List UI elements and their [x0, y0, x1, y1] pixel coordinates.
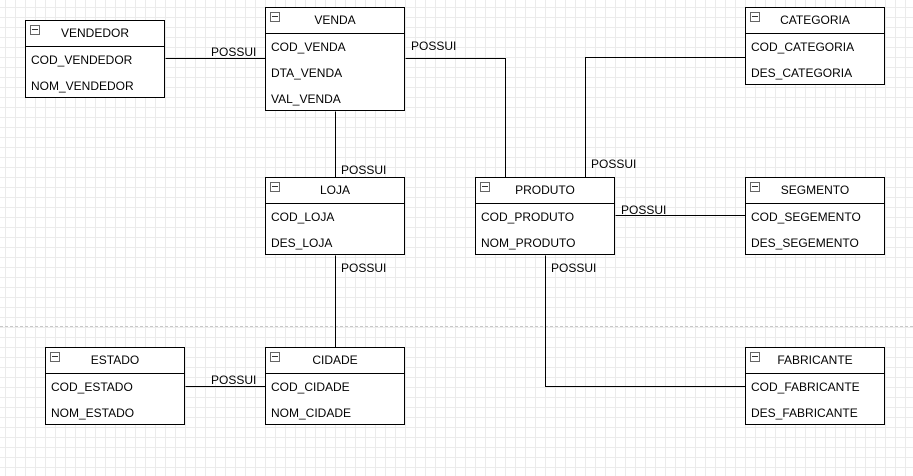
- entity-segmento[interactable]: SEGMENTO COD_SEGEMENTO DES_SEGEMENTO: [745, 177, 885, 255]
- relation-label-produto-categoria[interactable]: POSSUI: [591, 157, 637, 171]
- entity-field[interactable]: NOM_PRODUTO: [481, 236, 576, 250]
- relation-label-estado-cidade[interactable]: POSSUI: [211, 373, 257, 387]
- entity-header[interactable]: FABRICANTE: [746, 348, 884, 374]
- entity-produto[interactable]: PRODUTO COD_PRODUTO NOM_PRODUTO: [475, 177, 615, 255]
- entity-header[interactable]: LOJA: [266, 178, 404, 204]
- entity-title: CATEGORIA: [780, 13, 850, 27]
- entity-header[interactable]: ESTADO: [46, 348, 184, 374]
- relation-label-venda-produto[interactable]: POSSUI: [411, 39, 457, 53]
- entity-field[interactable]: DES_LOJA: [271, 236, 333, 250]
- entity-estado[interactable]: ESTADO COD_ESTADO NOM_ESTADO: [45, 347, 185, 425]
- collapse-icon[interactable]: [270, 352, 280, 362]
- entity-header[interactable]: PRODUTO: [476, 178, 614, 204]
- collapse-icon[interactable]: [480, 182, 490, 192]
- entity-field[interactable]: NOM_ESTADO: [51, 406, 135, 420]
- entity-categoria[interactable]: CATEGORIA COD_CATEGORIA DES_CATEGORIA: [745, 7, 885, 85]
- relation-label-vendedor-venda[interactable]: POSSUI: [211, 45, 257, 59]
- entity-header[interactable]: CIDADE: [266, 348, 404, 374]
- entity-field[interactable]: DTA_VENDA: [271, 66, 343, 80]
- entity-title: CIDADE: [312, 353, 358, 367]
- entity-field[interactable]: COD_SEGEMENTO: [751, 210, 861, 224]
- entity-loja[interactable]: LOJA COD_LOJA DES_LOJA: [265, 177, 405, 255]
- entity-field[interactable]: DES_FABRICANTE: [751, 406, 858, 420]
- collapse-icon[interactable]: [270, 12, 280, 22]
- entity-field[interactable]: COD_LOJA: [271, 210, 335, 224]
- collapse-icon[interactable]: [270, 182, 280, 192]
- entity-field[interactable]: COD_VENDEDOR: [31, 53, 133, 67]
- collapse-icon[interactable]: [750, 182, 760, 192]
- entity-title: LOJA: [319, 183, 350, 197]
- relation-label-venda-loja[interactable]: POSSUI: [341, 163, 387, 177]
- edge-venda-produto: [405, 58, 506, 178]
- entity-field[interactable]: COD_CATEGORIA: [751, 40, 855, 54]
- entity-vendedor[interactable]: VENDEDOR COD_VENDEDOR NOM_VENDEDOR: [25, 20, 165, 98]
- relation-label-produto-fabricante[interactable]: POSSUI: [551, 261, 597, 275]
- entity-header[interactable]: CATEGORIA: [746, 8, 884, 34]
- page-break-line: [0, 326, 913, 327]
- entity-title: SEGMENTO: [780, 183, 850, 197]
- relation-label-loja-cidade[interactable]: POSSUI: [341, 261, 387, 275]
- entity-venda[interactable]: VENDA COD_VENDA DTA_VENDA VAL_VENDA: [265, 7, 405, 111]
- collapse-icon[interactable]: [50, 352, 60, 362]
- entity-field[interactable]: VAL_VENDA: [271, 92, 341, 106]
- entity-title: ESTADO: [90, 353, 140, 367]
- edge-produto-fabricante: [545, 255, 746, 387]
- entity-title: VENDEDOR: [60, 26, 129, 40]
- entity-field[interactable]: COD_ESTADO: [51, 380, 133, 394]
- entity-header[interactable]: VENDEDOR: [26, 21, 164, 47]
- entity-header[interactable]: SEGMENTO: [746, 178, 884, 204]
- collapse-icon[interactable]: [30, 25, 40, 35]
- entity-fabricante[interactable]: FABRICANTE COD_FABRICANTE DES_FABRICANTE: [745, 347, 885, 425]
- entity-header[interactable]: VENDA: [266, 8, 404, 34]
- relation-label-produto-segmento[interactable]: POSSUI: [621, 203, 667, 217]
- entity-title: VENDA: [314, 13, 356, 27]
- collapse-icon[interactable]: [750, 352, 760, 362]
- edge-produto-categoria: [585, 57, 746, 178]
- entity-field[interactable]: DES_CATEGORIA: [751, 66, 853, 80]
- entity-field[interactable]: COD_PRODUTO: [481, 210, 575, 224]
- entity-title: FABRICANTE: [777, 353, 853, 367]
- entity-field[interactable]: NOM_VENDEDOR: [31, 79, 134, 93]
- entity-cidade[interactable]: CIDADE COD_CIDADE NOM_CIDADE: [265, 347, 405, 425]
- collapse-icon[interactable]: [750, 12, 760, 22]
- entity-field[interactable]: DES_SEGEMENTO: [751, 236, 859, 250]
- entity-title: PRODUTO: [515, 183, 575, 197]
- entity-field[interactable]: COD_VENDA: [271, 40, 346, 54]
- entity-field[interactable]: NOM_CIDADE: [271, 406, 352, 420]
- entity-field[interactable]: COD_CIDADE: [271, 380, 350, 394]
- entity-field[interactable]: COD_FABRICANTE: [751, 380, 860, 394]
